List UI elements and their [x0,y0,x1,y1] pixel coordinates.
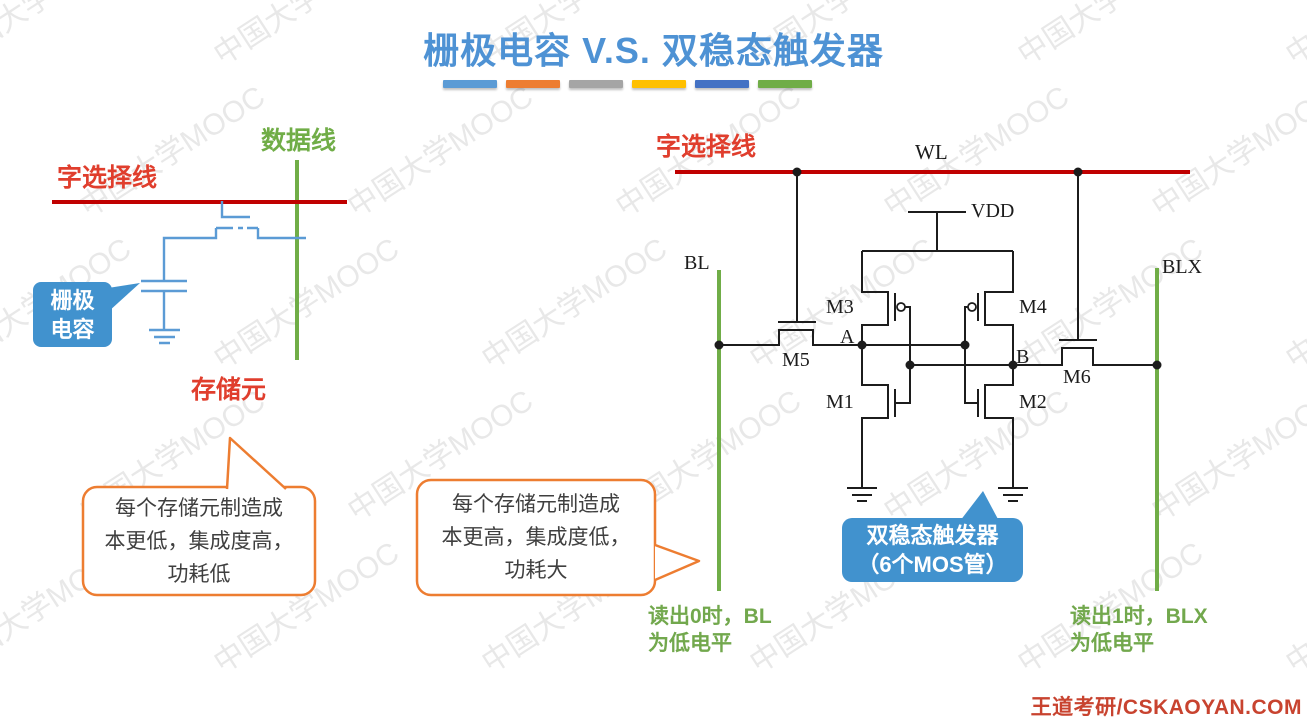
node-a-label: A [840,326,855,348]
page-title: 栅极电容 V.S. 双稳态触发器 [423,30,884,71]
dram-cost-callout-text: 每个存储元制造成 本更低，集成度高， 功耗低 [104,496,294,586]
flipflop-callout-text: 双稳态触发器 （6个MOS管） [857,523,1008,577]
read-one-note: 读出1时，BLX 为低电平 [1070,605,1208,655]
flipflop-callout-box [842,518,1023,582]
node-b-label: B [1016,346,1030,368]
accent-bar [443,80,497,88]
m3-pmos-bubble [896,302,906,312]
flipflop-callout-tail [960,491,999,521]
gate-capacitor-callout-box [33,282,112,347]
m6-gate [1059,172,1097,341]
gate-capacitor-callout-tail [108,283,140,312]
read-zero-note: 读出0时，BL 为低电平 [648,605,772,655]
left-inverter-rail [861,251,889,488]
junction-wl-m5 [792,167,802,177]
junction-node-a [857,340,867,350]
gate-capacitor-callout-text: 栅极 电容 [50,287,95,342]
data-line-label: 数据线 [261,127,337,155]
m1-label: M1 [826,391,854,413]
dram-transistor-gate [220,201,250,219]
dram-transistor-leads [162,228,306,281]
accent-bar [506,80,560,88]
accent-bar [758,80,812,88]
m2-label: M2 [1019,391,1047,413]
ground-symbol-left [847,487,877,502]
m6-label: M6 [1063,366,1091,388]
vdd-label: VDD [971,200,1015,222]
accent-bar [695,80,749,88]
junction-b-gate [905,360,915,370]
bl-label: BL [684,252,710,274]
junction-bl-m5 [714,340,724,350]
storage-cell-label: 存储元 [191,376,267,404]
m3-label: M3 [826,296,854,318]
dram-cell-diagram [52,160,347,360]
junction-wl-m6 [1073,167,1083,177]
wl-label: WL [915,140,948,164]
junction-node-b [1008,360,1018,370]
m4-m2-gate-wire [964,306,979,417]
accent-bar [569,80,623,88]
word-line-label-right: 字选择线 [656,133,757,161]
sram-cell-diagram [675,167,1190,591]
junction-a-gate [960,340,970,350]
m5-gate [778,172,816,323]
title-underline-bars [443,80,812,88]
word-line-label-left: 字选择线 [57,164,158,192]
m4-pmos-bubble [967,302,977,312]
sram-cost-callout-tail [654,543,701,582]
accent-bar [632,80,686,88]
m5-label: M5 [782,349,810,371]
vdd-symbol [908,211,966,251]
node-b-wire [910,347,1157,366]
m4-label: M4 [1019,296,1047,318]
dram-cost-callout-tail [225,436,287,490]
ground-symbol-dram [149,328,180,345]
sram-cost-callout-text: 每个存储元制造成 本更高，集成度低， 功耗大 [441,493,631,582]
site-watermark: 王道考研/CSKAOYAN.COM [1030,696,1302,719]
ground-symbol-right [998,487,1028,502]
dram-cost-callout-box [81,485,317,597]
callout-shapes [33,282,1023,597]
junction-blx-m6 [1152,360,1162,370]
node-a-wire [719,329,965,346]
blx-label: BLX [1162,256,1202,278]
right-inverter-rail [984,251,1014,488]
gate-capacitor-symbol [141,279,187,330]
sram-cost-callout-box [415,478,657,597]
m3-m1-gate-wire [894,306,911,417]
